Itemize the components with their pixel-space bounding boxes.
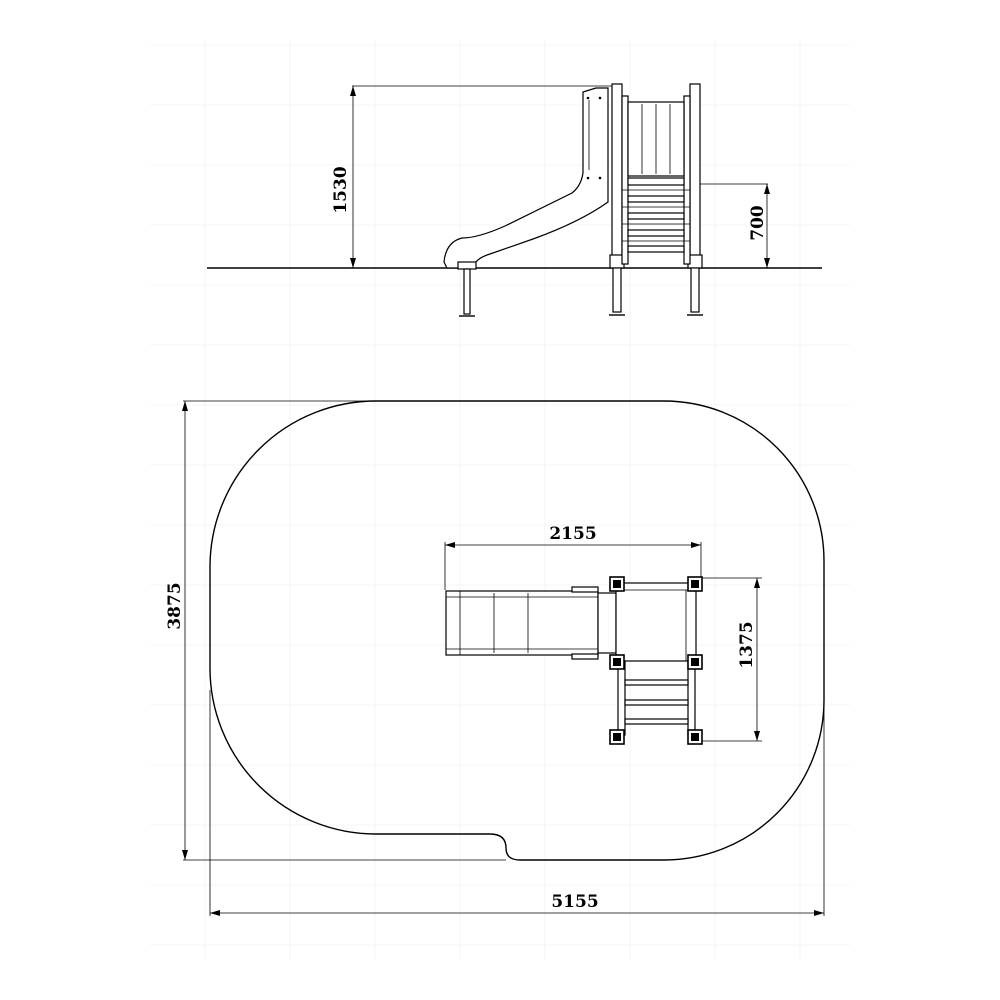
side-elevation-view: 1530 700 <box>207 83 822 317</box>
safety-zone-outline <box>209 400 825 861</box>
dimension-overall-depth: 3875 <box>165 400 506 861</box>
unit-depth-label: 1375 <box>737 621 757 668</box>
dimension-unit-depth: 1375 <box>701 577 762 742</box>
ladder-plan <box>617 660 696 736</box>
slide-plan <box>445 586 617 660</box>
ladder-steps <box>622 177 690 253</box>
dimension-unit-length: 2155 <box>444 524 702 590</box>
overall-depth-label: 3875 <box>165 582 185 629</box>
dimension-overall-width: 5155 <box>209 690 825 916</box>
slide-foot-plate <box>457 261 477 270</box>
dimension-platform-height: 700 <box>700 183 770 268</box>
overall-width-label: 5155 <box>551 892 598 912</box>
dimension-side-height: 1530 <box>331 85 612 268</box>
post-caps <box>609 576 703 745</box>
background-grid <box>150 40 850 960</box>
right-post <box>689 83 701 269</box>
slide-foot-post <box>463 268 471 315</box>
slide-side-profile <box>443 87 609 269</box>
plan-view: 3875 5155 2155 1375 <box>165 400 825 916</box>
platform-plan <box>615 582 697 662</box>
left-post <box>611 83 623 269</box>
platform-height-label: 700 <box>748 205 768 241</box>
side-height-label: 1530 <box>331 166 351 213</box>
unit-length-label: 2155 <box>549 524 596 544</box>
